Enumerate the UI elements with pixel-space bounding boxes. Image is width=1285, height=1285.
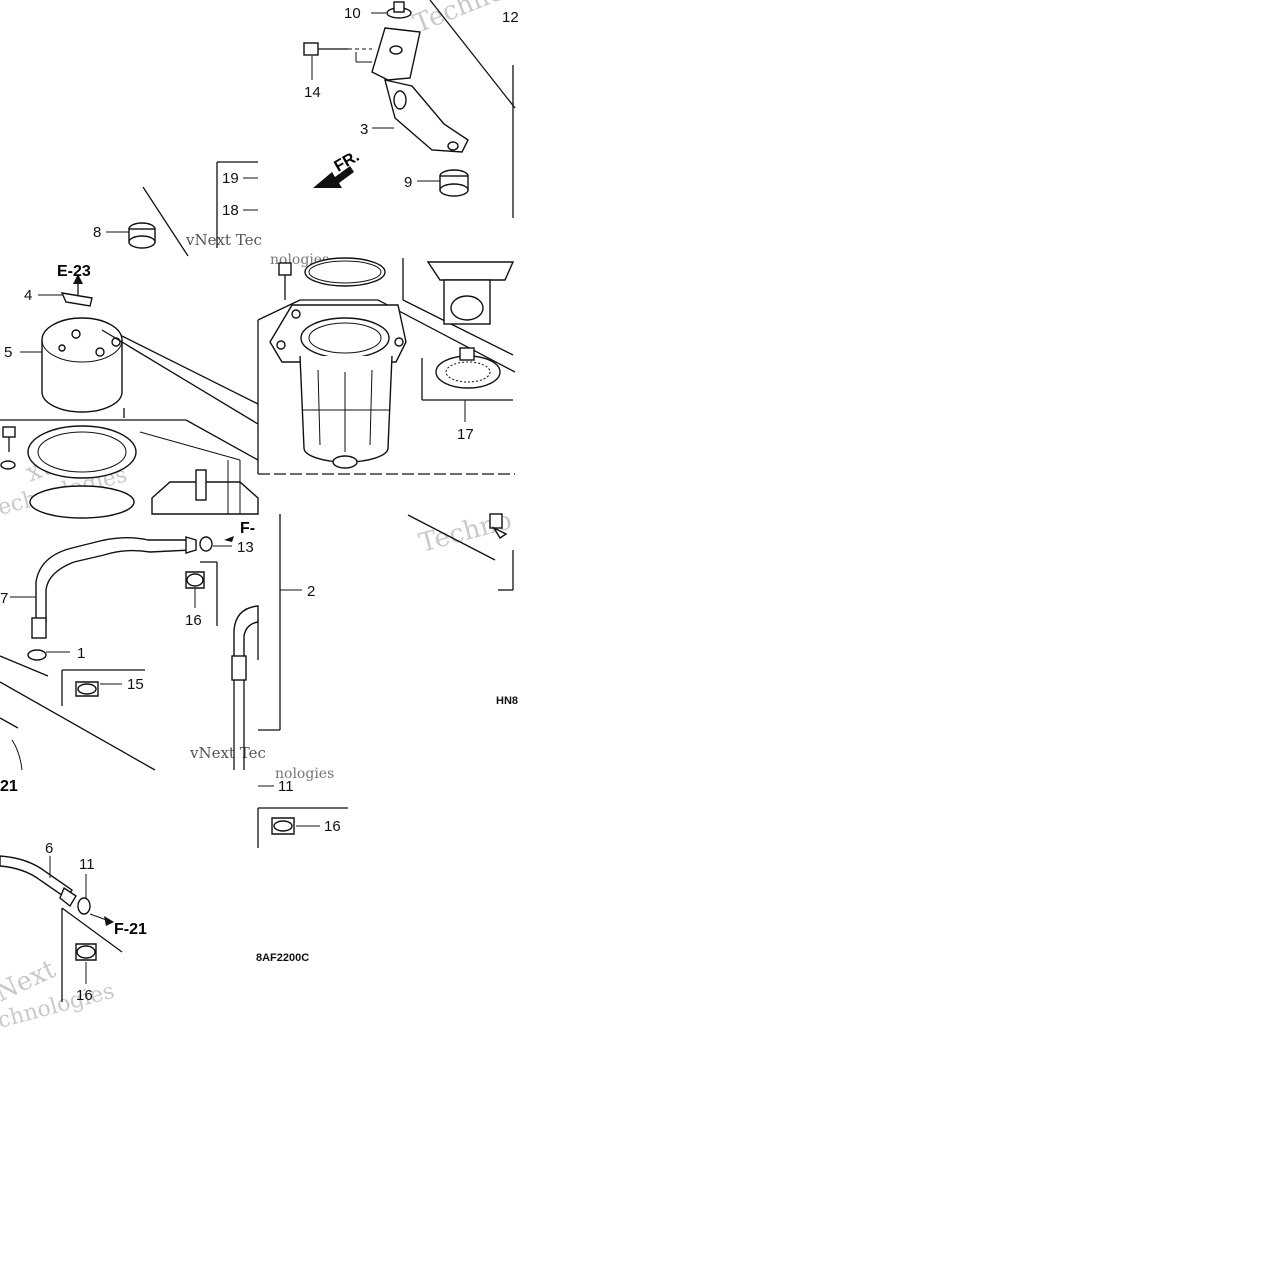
callout-9: 9 (404, 174, 412, 191)
callout-labels: 10 12 14 3 9 19 18 8 4 5 17 13 2 7 16 1 … (0, 5, 519, 1004)
callout-17: 17 (457, 426, 474, 443)
callout-19: 19 (222, 170, 239, 187)
callout-3: 3 (360, 121, 368, 138)
lower-clamp-section (257, 785, 348, 848)
watermark-text: Techno (409, 0, 508, 39)
callout-11: 11 (79, 856, 95, 873)
callout-16: 16 (324, 818, 341, 835)
lower-hose-section (0, 855, 123, 1002)
callout-16: 16 (185, 612, 202, 629)
reference-labels: E-23 F- 21 F-21 8AF2200C HN8 (0, 263, 518, 964)
callout-16: 16 (76, 987, 93, 1004)
reference-f21-bottom: F-21 (114, 921, 147, 938)
diagram-code: 8AF2200C (256, 952, 309, 964)
front-arrow-icon (313, 166, 354, 188)
callout-2: 2 (307, 583, 315, 600)
front-direction-label: FR. (332, 148, 363, 176)
side-code: HN8 (496, 695, 518, 707)
reference-e23: E-23 (57, 263, 91, 280)
callout-11: 11 (278, 778, 294, 795)
callout-10: 10 (344, 5, 361, 22)
watermark-text: vNext Tec (185, 231, 262, 249)
cover-section (0, 274, 259, 519)
callout-14: 14 (304, 84, 321, 101)
strainer-section (257, 257, 516, 475)
hose-section (0, 514, 302, 771)
callout-6: 6 (45, 840, 53, 857)
callout-4: 4 (24, 287, 32, 304)
callout-1: 1 (77, 645, 85, 662)
bracket-section: FR. (303, 0, 516, 218)
watermark-text: nologies (275, 766, 334, 782)
callout-12: 12 (502, 9, 519, 26)
right-fragment (407, 513, 514, 591)
mount-section (106, 161, 258, 257)
callout-7: 7 (0, 590, 8, 607)
reference-f21-top: F- (240, 520, 255, 537)
callout-18: 18 (222, 202, 239, 219)
callout-8: 8 (93, 224, 101, 241)
watermark-text: vNext Tec (189, 744, 266, 762)
callout-15: 15 (127, 676, 144, 693)
callout-5: 5 (4, 344, 12, 361)
reference-f21-mid: 21 (0, 778, 18, 795)
callout-13: 13 (237, 539, 254, 556)
